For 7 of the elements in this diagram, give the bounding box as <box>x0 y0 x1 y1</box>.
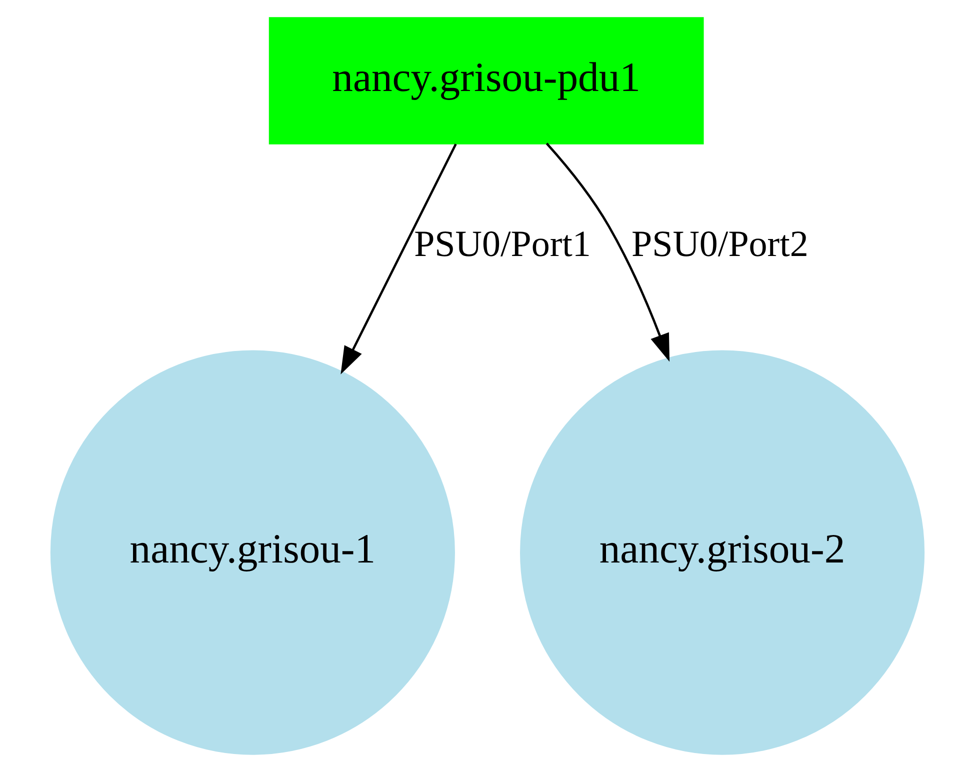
edge-label: PSU0/Port2 <box>631 224 808 265</box>
arrow <box>340 143 456 374</box>
edge-label: PSU0/Port1 <box>414 224 590 265</box>
arrow <box>545 142 670 362</box>
node-circle: nancy.grisou-2 <box>519 350 924 754</box>
node-box: nancy.grisou-pdu1 <box>268 16 704 144</box>
node-circle: nancy.grisou-1 <box>50 350 454 754</box>
